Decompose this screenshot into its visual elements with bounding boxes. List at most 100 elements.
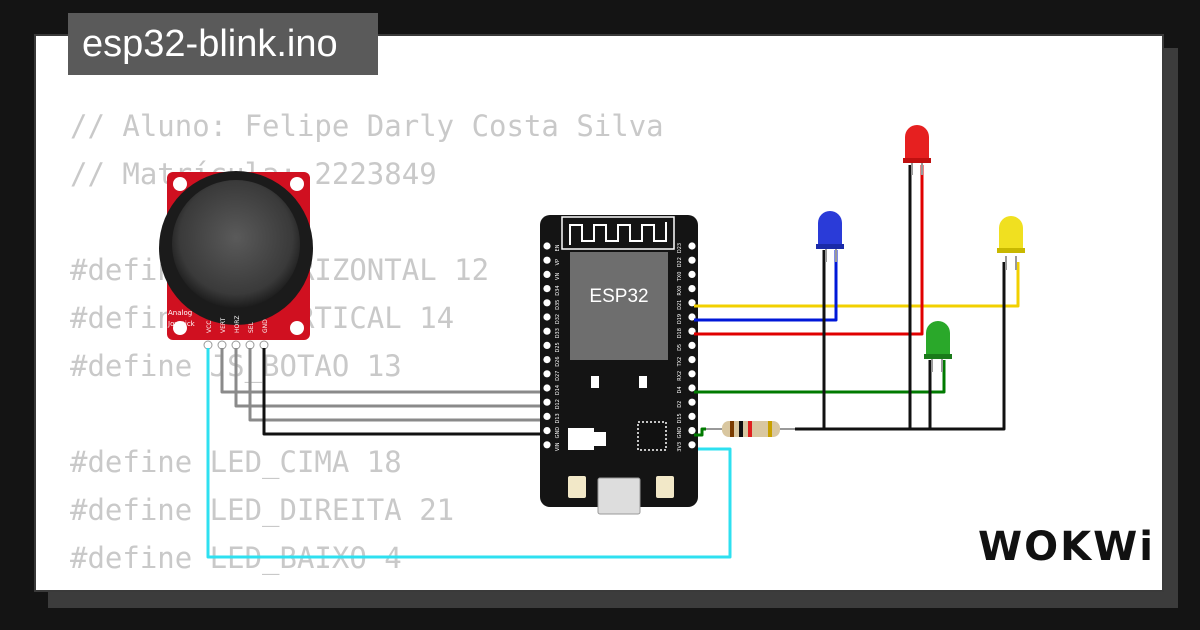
wire-gnd-bus (795, 262, 1006, 431)
joystick-module[interactable]: Analog Joystick VCC VERT HORZ SEL GND (159, 171, 313, 350)
esp32-pin[interactable] (688, 398, 696, 406)
resistor (706, 421, 795, 437)
esp32-pin-label: TX0 (677, 272, 683, 283)
file-tab[interactable]: esp32-blink.ino (68, 13, 378, 75)
esp32-pin[interactable] (688, 313, 696, 321)
code-line: #define LED_ESQUERDA 19 (70, 582, 664, 590)
joystick-pin-label: VCC (206, 321, 213, 333)
esp32-chip-label: ESP32 (589, 286, 648, 307)
esp32-pin-label: D27 (555, 371, 561, 381)
esp32-pin[interactable] (543, 285, 551, 293)
esp32-pin-label: D2 (677, 401, 683, 408)
esp32-pin-label: VIN (555, 442, 561, 451)
wire-gnd-resistor (694, 427, 706, 437)
esp32-pin[interactable] (688, 384, 696, 392)
joystick-pin-label: SEL (248, 321, 255, 333)
esp32-pin[interactable] (543, 356, 551, 364)
joystick-pin-label: HORZ (234, 315, 241, 333)
wire-red-led (694, 165, 924, 336)
esp32-pin-label: D5 (677, 344, 683, 351)
joystick-knob (172, 180, 300, 308)
esp32-pin-label: D33 (555, 328, 561, 338)
joystick-pin-label: VERT (220, 317, 227, 333)
esp32-pin[interactable] (688, 341, 696, 349)
code-line: #define LED_CIMA 18 (70, 445, 402, 479)
esp32-pin-label: RX0 (677, 286, 683, 296)
mount-hole (290, 321, 304, 335)
usb-port (597, 477, 641, 515)
mount-hole (290, 177, 304, 191)
joystick-pin (203, 340, 213, 350)
joystick-pin-label: GND (262, 319, 269, 333)
esp32-pin[interactable] (688, 356, 696, 364)
esp32-pin-label: D4 (677, 386, 683, 393)
code-line: #define LED_DIREITA 21 (70, 493, 455, 527)
esp32-pin[interactable] (688, 299, 696, 307)
esp32-pin-label: VN (555, 273, 561, 280)
esp32-pin[interactable] (543, 341, 551, 349)
esp32-pin[interactable] (688, 412, 696, 420)
esp32-pin[interactable] (688, 441, 696, 449)
wokwi-logo: WOKWi (978, 524, 1155, 570)
esp32-pin[interactable] (543, 370, 551, 378)
esp32-pin-label: TX2 (677, 357, 683, 368)
esp32-pin[interactable] (543, 270, 551, 278)
boot-button (568, 476, 586, 498)
wire-green-led (694, 360, 946, 394)
mount-hole (173, 177, 187, 191)
esp32-pin-label: GND (555, 427, 561, 439)
esp32-pin-label: D23 (677, 243, 683, 253)
esp32-pin[interactable] (688, 327, 696, 335)
regulator (568, 428, 594, 450)
esp32-pin[interactable] (543, 313, 551, 321)
esp32-pin-label: VP (555, 259, 561, 265)
wire-horz (234, 348, 546, 408)
esp32-pin-label: EN (555, 244, 561, 251)
esp32-pin-label: D34 (555, 285, 561, 295)
led-green[interactable] (924, 321, 952, 372)
esp32-pin[interactable] (543, 412, 551, 420)
joystick-pin (217, 340, 227, 350)
led-yellow[interactable] (997, 216, 1025, 270)
code-line: // Aluno: Felipe Darly Costa Silva (70, 109, 664, 143)
esp32-pin[interactable] (688, 270, 696, 278)
joystick-label: Analog (168, 309, 192, 317)
reset-button (656, 476, 674, 498)
code-line: #define JS_BOTAO 13 (70, 349, 402, 383)
esp32-pin[interactable] (688, 256, 696, 264)
wire-sel (248, 348, 546, 422)
esp32-pin[interactable] (688, 285, 696, 293)
led-blue[interactable] (816, 211, 844, 262)
mount-hole (173, 321, 187, 335)
esp32-pin-label: D19 (677, 314, 683, 324)
esp32-pin-label: D21 (677, 300, 683, 310)
esp32-pin[interactable] (543, 427, 551, 435)
esp32-pin[interactable] (688, 427, 696, 435)
esp32-chip (570, 252, 668, 360)
joystick-pin (231, 340, 241, 350)
wire-vcc (206, 348, 732, 559)
esp32-pin-label: D35 (555, 300, 561, 310)
wire-vert (220, 348, 546, 394)
led-red[interactable] (903, 125, 931, 175)
wire-gnd (262, 348, 546, 436)
esp32-pin[interactable] (543, 384, 551, 392)
esp32-pin[interactable] (688, 242, 696, 250)
esp32-pin-label: GND (677, 427, 683, 439)
joystick-pin (245, 340, 255, 350)
joystick-label: Joystick (167, 320, 196, 328)
esp32-pin[interactable] (543, 242, 551, 250)
esp32-pin-label: D15 (677, 413, 683, 423)
esp32-pin[interactable] (543, 398, 551, 406)
esp32-pin[interactable] (543, 256, 551, 264)
esp32-pin[interactable] (543, 299, 551, 307)
esp32-pin[interactable] (543, 327, 551, 335)
esp32-pin[interactable] (688, 370, 696, 378)
esp32-pin-label: D26 (555, 356, 561, 366)
esp32-pin-label: D14 (555, 385, 561, 395)
esp32-pin[interactable] (543, 441, 551, 449)
esp32-pin-label: D22 (677, 257, 683, 267)
